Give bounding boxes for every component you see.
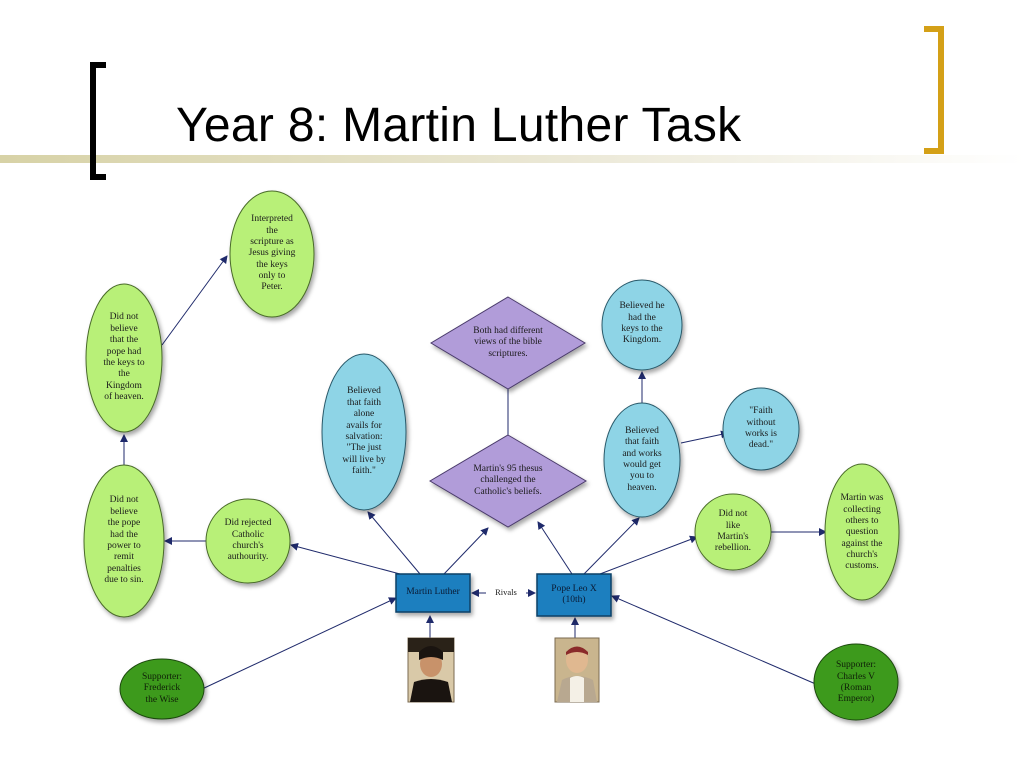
node-rejected-authority-shape xyxy=(205,498,291,584)
node-charles-text: Supporter: Charles V (Roman Emperor) xyxy=(835,660,877,705)
node-95-theses-shape xyxy=(429,434,587,528)
node-frederick-shape xyxy=(119,658,205,720)
node-faith-works-text: Believed that faith and works would get … xyxy=(622,425,662,493)
node-faith-alone-text: Believed that faith alone avails for sal… xyxy=(342,386,386,477)
node-frederick-text: Supporter: Frederick the Wise xyxy=(141,671,183,705)
arrow-leo-to-faith-works xyxy=(583,517,640,575)
left-bracket-decoration xyxy=(90,62,106,180)
node-martin-luther-text: Martin Luther xyxy=(406,587,460,598)
node-remit-penalties-shape xyxy=(83,464,165,618)
node-different-views-shape xyxy=(430,296,586,390)
title-underline-bar xyxy=(0,155,1024,163)
node-keys-peter-shape xyxy=(229,190,315,318)
node-rejected-authority-text: Did rejected Catholic church's authourit… xyxy=(224,518,272,563)
node-95-theses-text: Martin's 95 thesus challenged the Cathol… xyxy=(473,463,543,497)
node-faith-without-works-text: "Faith without works is dead." xyxy=(745,406,777,451)
node-did-not-like-text: Did not like Martin's rebellion. xyxy=(714,509,752,554)
node-keys-kingdom-text: Believed he had the keys to the Kingdom. xyxy=(619,301,665,346)
node-did-not-like-shape xyxy=(694,493,772,571)
right-bracket-decoration xyxy=(924,26,944,154)
node-remit-penalties-text: Did not believe the pope had the power t… xyxy=(104,495,144,586)
martin-luther-portrait xyxy=(407,637,455,703)
node-pope-leo-shape xyxy=(536,573,612,617)
arrow-luther-to-95-theses xyxy=(443,527,489,575)
node-shapes xyxy=(83,190,900,721)
arrow-faith-works-to-faith-without-works xyxy=(680,430,729,444)
node-keys-peter-text: Interpreted the scripture as Jesus givin… xyxy=(248,214,296,293)
arrow-luther-to-rejected xyxy=(290,542,401,575)
node-pope-keys-shape xyxy=(85,283,163,433)
node-faith-alone-shape xyxy=(321,353,407,511)
connector-lines xyxy=(120,255,827,691)
arrow-pope-keys-to-peter xyxy=(161,255,228,346)
node-collecting-others-shape xyxy=(824,463,900,601)
arrow-luther-to-faith-alone xyxy=(367,511,421,575)
node-faith-without-works-shape xyxy=(722,387,800,471)
node-charles-shape xyxy=(813,643,899,721)
node-martin-luther-shape xyxy=(395,573,471,613)
rivals-label: Rivals xyxy=(486,584,526,600)
node-collecting-others-text: Martin was collecting others to question… xyxy=(840,493,884,572)
slide-title: Year 8: Martin Luther Task xyxy=(176,99,742,152)
arrow-frederick-to-luther xyxy=(199,597,397,691)
arrow-charles-to-leo xyxy=(611,595,819,686)
node-keys-kingdom-shape xyxy=(601,279,683,371)
node-pope-leo-text: Pope Leo X (10th) xyxy=(551,583,597,605)
pope-leo-portrait xyxy=(554,637,600,703)
node-different-views-text: Both had different views of the bible sc… xyxy=(473,325,543,359)
node-faith-works-shape xyxy=(603,402,681,518)
arrow-leo-to-95-theses xyxy=(537,521,573,575)
arrow-leo-to-did-not-like xyxy=(599,535,698,575)
node-pope-keys-text: Did not believe that the pope had the ke… xyxy=(103,312,145,403)
